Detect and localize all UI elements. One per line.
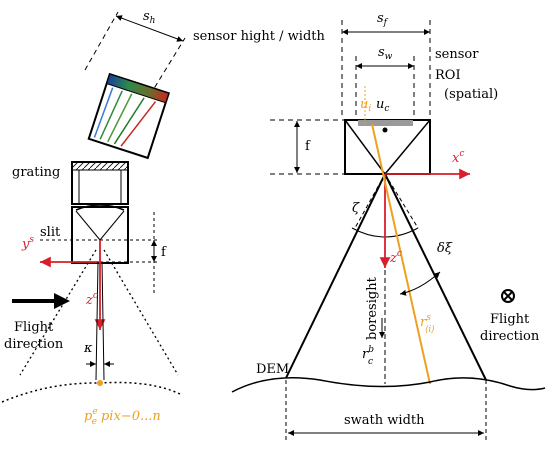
roi-label: ROI [435, 68, 461, 83]
flight-right-2: direction [480, 329, 540, 344]
labels: sh sf sensor hight / width sw sensor ROI… [4, 9, 540, 428]
rs-label: rs⟨i⟩ [420, 313, 435, 335]
f-right-label: f [305, 139, 311, 154]
spectrometer-assembly [1, 11, 186, 403]
ys-label: ys [21, 235, 34, 252]
sensor-hw-label: sensor hight / width [193, 29, 326, 44]
zc-right-label: zc [389, 249, 402, 266]
sh-dimension-arrow [115, 15, 184, 42]
zc-left-label: zc [85, 291, 98, 308]
sensor-label: sensor [435, 47, 479, 62]
detector-head [87, 72, 170, 160]
spatial-label: (spatial) [444, 87, 498, 102]
dem-label: DEM [256, 362, 289, 377]
ground-left [1, 381, 181, 403]
fov-right-edge [384, 173, 487, 381]
swath-label: swath width [344, 413, 425, 428]
delta-xi-label: δξ [437, 241, 453, 256]
sh-label: sh [143, 9, 155, 26]
f-left-label: f [161, 245, 167, 260]
sf-label: sf [377, 11, 389, 28]
flight-left-2: direction [4, 337, 64, 352]
camera-body [344, 119, 431, 175]
uc-label: uc [376, 97, 389, 114]
zeta-label: ζ [352, 201, 360, 216]
boresight-label: boresight [365, 276, 380, 340]
kappa-label: κ [83, 341, 93, 356]
sw-label: sw [378, 45, 393, 62]
fov-left-edge [285, 173, 386, 379]
flight-left-1: Flight [14, 320, 54, 335]
slit-label: slit [40, 225, 61, 240]
xc-label: xc [452, 149, 464, 166]
flight-right-1: Flight [490, 312, 530, 327]
pixel-ray [371, 123, 431, 385]
camera-geometry [231, 20, 546, 440]
sensor-roi-strip [358, 120, 413, 126]
dem-surface [231, 376, 546, 393]
ui-label: ui [360, 97, 371, 114]
grating-label: grating [12, 165, 60, 180]
